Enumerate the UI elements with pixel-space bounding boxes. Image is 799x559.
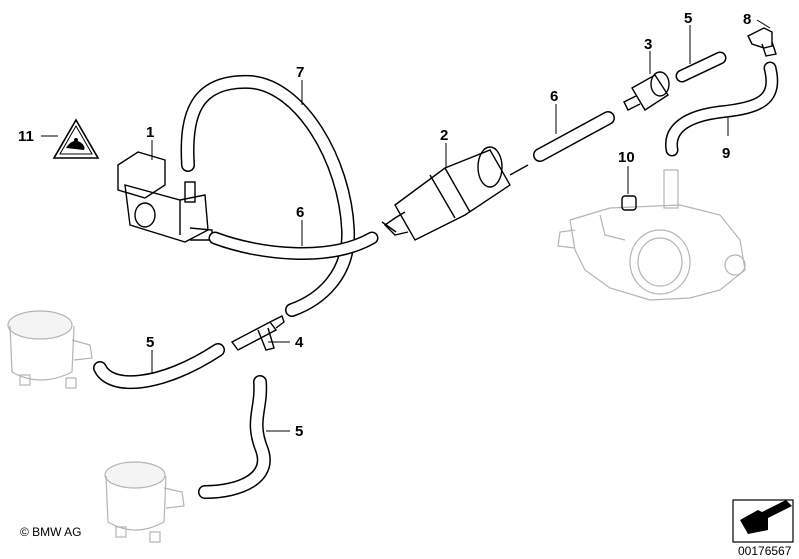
hose-part-6-right	[533, 111, 615, 162]
ghost-reservoir-bottom	[104, 461, 185, 543]
warning-label-part	[52, 118, 100, 159]
hose-part-7	[180, 74, 356, 317]
hose-part-6-left	[208, 231, 379, 260]
hose-part-5-bottom	[198, 375, 271, 499]
callout-3: 3	[644, 36, 652, 53]
callouts: 1 11 2 3 5 8 6 9 10 7 6 5 4 5	[18, 10, 751, 440]
ghost-throttle-housing	[557, 169, 746, 301]
callout-9: 9	[722, 145, 730, 162]
hose-part-9	[665, 61, 779, 157]
callout-5-bottom: 5	[295, 423, 303, 440]
callout-6-left: 6	[296, 204, 304, 221]
callout-4: 4	[295, 334, 304, 351]
callout-6-right: 6	[550, 88, 558, 105]
callout-5-top: 5	[684, 10, 692, 27]
hose-part-5-top	[675, 51, 727, 83]
copyright-text: © BMW AG	[20, 525, 82, 539]
ghost-reservoir-left	[7, 310, 93, 389]
callout-7: 7	[296, 64, 304, 81]
diagram-number: 00176567	[738, 544, 792, 558]
callout-5-left: 5	[146, 334, 154, 351]
t-connector-part	[230, 315, 285, 351]
callout-11: 11	[18, 128, 34, 145]
leader-lines	[41, 19, 771, 432]
solenoid-valve-part	[117, 151, 213, 243]
callout-8: 8	[743, 11, 751, 28]
callout-1: 1	[146, 124, 154, 141]
filter-part	[381, 146, 529, 241]
callout-10: 10	[618, 149, 635, 166]
orientation-icon	[732, 499, 794, 543]
check-valve-part	[623, 71, 670, 111]
callout-2: 2	[440, 127, 448, 144]
elbow-connector-part	[747, 27, 777, 57]
sleeve-part-10	[621, 195, 637, 211]
hose-part-5-left	[93, 343, 225, 390]
